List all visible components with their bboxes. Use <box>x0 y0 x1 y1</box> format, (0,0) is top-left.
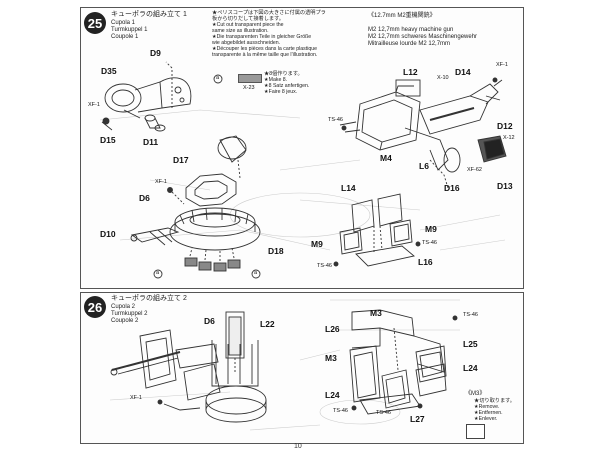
paint-label: TS-46 <box>328 117 343 123</box>
note-line: 板から切りだして接着します。 <box>212 16 284 22</box>
background-sketch <box>109 299 460 431</box>
part-d17-ring <box>185 173 237 207</box>
m2-machine-gun <box>339 77 507 189</box>
m3-note-line: ★Remove. <box>474 404 500 410</box>
step-26-panel <box>80 292 524 444</box>
part-label: D9 <box>150 48 161 58</box>
part-label: L16 <box>418 257 433 267</box>
mg-title-en: M2 12,7mm heavy machine gun <box>368 27 454 33</box>
periscope-blocks <box>184 247 241 272</box>
part-label: L22 <box>260 319 275 329</box>
callout-a-icon <box>153 269 163 279</box>
paint-label: TS-46 <box>376 410 391 416</box>
part-label: D12 <box>497 121 513 131</box>
part-label: M9 <box>425 224 437 234</box>
paint-label: TS-46 <box>463 312 478 318</box>
note-line: ★Die transparenten Teile in gleicher Grö… <box>212 34 312 40</box>
note-line: same size as illustration. <box>212 28 269 34</box>
part-label: M9 <box>311 239 323 249</box>
mg-title-jp: 《12.7mm M2重機関銃》 <box>368 13 436 19</box>
make-note-line: ★Faire 8 jeux. <box>264 89 298 95</box>
m3-note-line: ★Entfernen. <box>474 410 503 416</box>
note-line: ★Cut out transparent piece the <box>212 22 284 28</box>
part-label: L12 <box>403 67 418 77</box>
note-line: transparente à la même taille que l'illu… <box>212 52 318 58</box>
callout-label: a <box>254 270 258 276</box>
part-label: L24 <box>463 363 478 373</box>
note-line: ★ペリスコープは下図の大きさに付属の透明プラ <box>212 10 326 16</box>
part-label: L26 <box>325 324 340 334</box>
part-hatch-lid <box>217 135 247 179</box>
part-label: L14 <box>341 183 356 193</box>
part-label: L6 <box>419 161 429 171</box>
paint-label: X-12 <box>503 135 515 141</box>
step-25-title-jp: キューポラの組み立て 1 <box>111 11 187 18</box>
callout-label: a <box>216 75 220 81</box>
transparent-piece-swatch <box>238 74 262 83</box>
paint-label: TS-46 <box>317 263 332 269</box>
part-d35-hatch <box>104 77 192 113</box>
paint-label: XF-1 <box>88 102 100 108</box>
part-label: D35 <box>101 66 117 76</box>
callout-label: a <box>156 270 160 276</box>
paint-label: XF-1 <box>130 395 142 401</box>
part-d11-cylinder <box>144 114 166 132</box>
mg-title-de: M2 12,7mm schweres Maschinengewehr <box>368 34 478 40</box>
cupola-assembly-right <box>349 309 458 415</box>
part-label: L24 <box>325 390 340 400</box>
paint-code-label: X-23 <box>243 85 255 91</box>
step-26-title-en: Cupola 2 <box>111 304 136 310</box>
callout-a-icon <box>251 269 261 279</box>
make-note-line: ★8個作ります。 <box>264 71 303 77</box>
step-26-badge: 26 <box>84 296 106 318</box>
note-line: wie abgebildet ausschneiden. <box>212 40 281 46</box>
part-label: M4 <box>380 153 392 163</box>
paint-label: XF-1 <box>496 62 508 68</box>
step-25-title-en: Cupola 1 <box>111 20 136 26</box>
m3-box-title: 《M3》 <box>465 391 486 397</box>
mg-title-fr: Mitrailleuse lourde M2 12,7mm <box>368 41 451 47</box>
step-26-title-de: Turmkuppel 2 <box>111 311 148 317</box>
paint-label: X-10 <box>437 75 449 81</box>
part-label: D10 <box>100 229 116 239</box>
part-d15-bolt <box>102 117 110 125</box>
part-label: D6 <box>204 316 215 326</box>
paint-label: XF-62 <box>467 167 482 173</box>
step-25-title-de: Turmkuppel 1 <box>111 27 148 33</box>
part-label: D14 <box>455 67 471 77</box>
callout-a-icon <box>213 74 223 84</box>
paint-label: TS-46 <box>422 240 437 246</box>
part-label: M3 <box>370 308 382 318</box>
part-d6-bolt <box>167 187 173 193</box>
cupola-assembly-left <box>110 311 267 423</box>
part-label: L25 <box>463 339 478 349</box>
part-label: L27 <box>410 414 425 424</box>
step-25-title-fr: Coupole 1 <box>111 34 139 40</box>
paint-label: XF-1 <box>155 179 167 185</box>
step-25-badge: 25 <box>84 12 106 34</box>
part-label: D17 <box>173 155 189 165</box>
paint-label: TS-46 <box>333 408 348 414</box>
part-label: D13 <box>497 181 513 191</box>
m3-note-line: ★切り取ります。 <box>474 398 515 404</box>
part-d10-arm <box>130 227 180 246</box>
page-number: 10 <box>294 443 302 450</box>
make-note-line: ★Make 8. <box>264 77 288 83</box>
m3-removed-part-icon <box>466 424 485 439</box>
m3-note-line: ★Enlever. <box>474 416 498 422</box>
part-label: D16 <box>444 183 460 193</box>
part-label: D18 <box>268 246 284 256</box>
part-label: D6 <box>139 193 150 203</box>
step-26-title-fr: Coupole 2 <box>111 318 139 324</box>
part-label: D15 <box>100 135 116 145</box>
make-note-line: ★8 Satz anfertigen. <box>264 83 310 89</box>
part-label: D11 <box>143 137 159 147</box>
note-line: ★Découper les pièces dans la carte plast… <box>212 46 318 52</box>
step-26-title-jp: キューポラの組み立て 2 <box>111 295 187 302</box>
periscope-mirror-assembly <box>333 193 421 267</box>
part-label: M3 <box>325 353 337 363</box>
